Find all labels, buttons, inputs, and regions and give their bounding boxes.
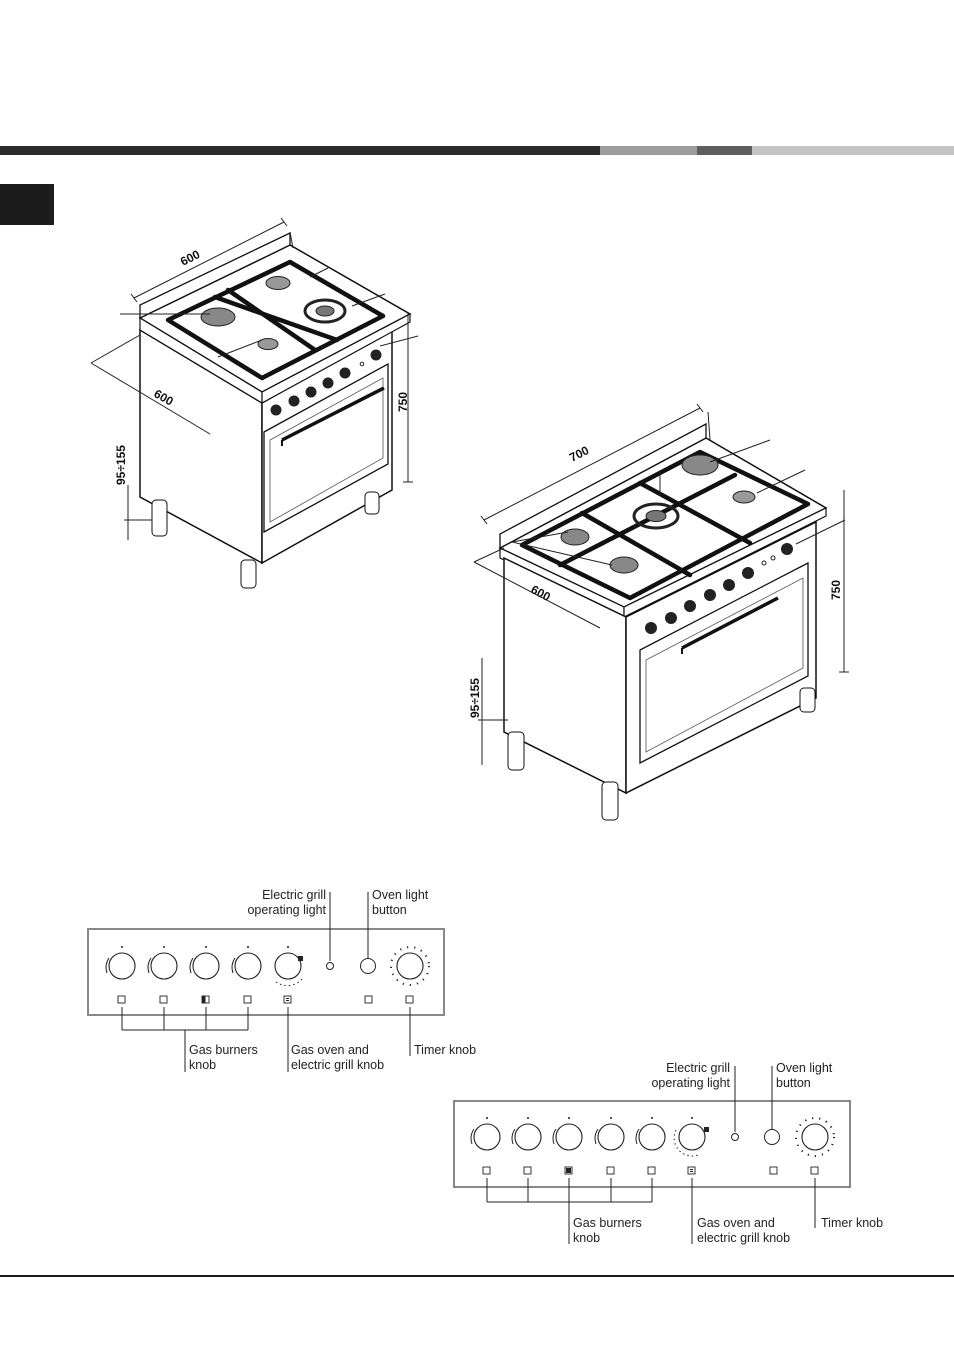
small-gas-burners-label-1: Gas burners (189, 1043, 258, 1057)
control-panel-small (88, 892, 444, 1072)
small-grill-light-label-2: operating light (247, 903, 326, 917)
cooker-large-illustration (474, 404, 849, 820)
large-gas-burners-label-1: Gas burners (573, 1216, 642, 1230)
small-dim-height: 750 (396, 392, 410, 412)
small-gas-oven-label-1: Gas oven and (291, 1043, 369, 1057)
large-gas-oven-label-1: Gas oven and (697, 1216, 775, 1230)
large-oven-light-label-1: Oven light (776, 1061, 833, 1075)
large-gas-oven-label-2: electric grill knob (697, 1231, 790, 1245)
small-gas-burners-label-2: knob (189, 1058, 216, 1072)
large-gas-burners-label-2: knob (573, 1231, 600, 1245)
large-dim-leg: 95÷155 (468, 678, 482, 718)
cooker-small-illustration (91, 218, 418, 588)
large-dim-width: 700 (567, 443, 591, 465)
small-oven-light-label-1: Oven light (372, 888, 429, 902)
large-grill-light-label-1: Electric grill (666, 1061, 730, 1075)
large-oven-light-label-2: button (776, 1076, 811, 1090)
small-grill-light-label-1: Electric grill (262, 888, 326, 902)
small-timer-knob-label: Timer knob (414, 1043, 476, 1057)
large-grill-light-label-2: operating light (651, 1076, 730, 1090)
small-gas-oven-label-2: electric grill knob (291, 1058, 384, 1072)
large-timer-knob-label: Timer knob (821, 1216, 883, 1230)
large-dim-height: 750 (829, 580, 843, 600)
control-panel-large (454, 1066, 850, 1244)
small-oven-light-label-2: button (372, 903, 407, 917)
small-dim-leg: 95÷155 (114, 445, 128, 485)
